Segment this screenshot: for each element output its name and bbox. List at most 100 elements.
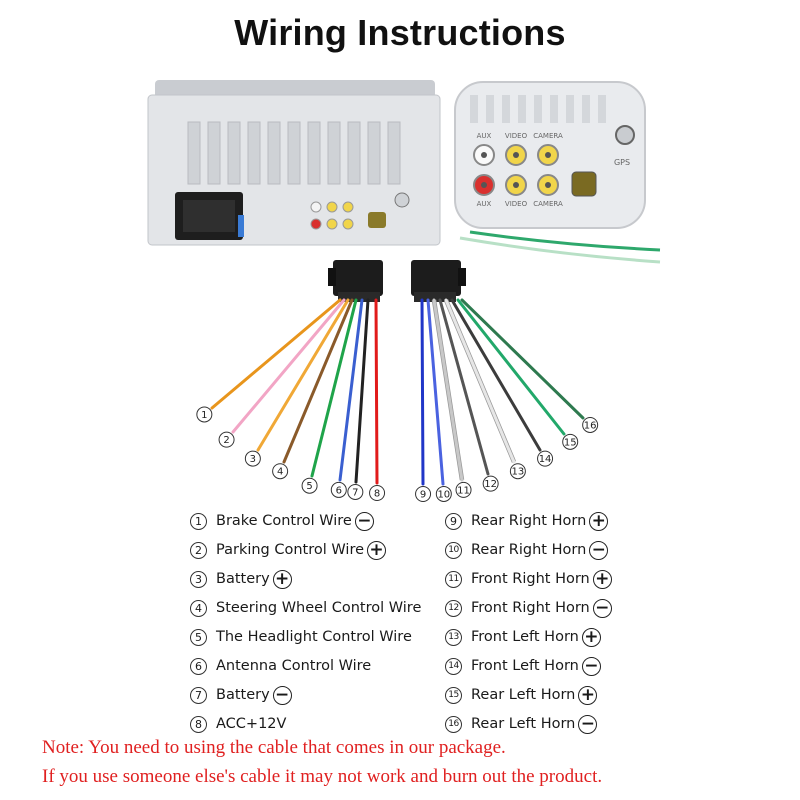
wire-number-1: 1 xyxy=(201,410,207,421)
port-label-camera-top: CAMERA xyxy=(533,132,563,140)
legend-item-4: 4 Steering Wheel Control Wire xyxy=(190,595,421,621)
port-label-aux-top: AUX xyxy=(477,132,492,140)
minus-sign-icon: − xyxy=(354,511,374,531)
page-title: Wiring Instructions xyxy=(234,12,566,53)
legend-number-13: 13 xyxy=(445,628,462,646)
legend-number-7: 7 xyxy=(190,686,207,704)
wire-16 xyxy=(460,298,585,420)
legend-number-9: 9 xyxy=(445,512,462,530)
plus-sign-icon: + xyxy=(581,627,601,647)
note-line-1: Note: You need to using the cable that c… xyxy=(42,737,506,758)
legend-number-4: 4 xyxy=(190,599,207,617)
legend-number-12: 12 xyxy=(445,599,462,617)
legend-number-15: 15 xyxy=(445,686,462,704)
legend-label-7: Battery xyxy=(216,687,270,703)
wire-number-13: 13 xyxy=(512,467,525,478)
legend-label-5: The Headlight Control Wire xyxy=(216,629,412,645)
legend-number-6: 6 xyxy=(190,657,207,675)
legend-label-11: Front Right Horn xyxy=(471,571,590,587)
wiring-diagram: AUX VIDEO CAMERA AUX VIDEO CAMERA GPS 12… xyxy=(147,80,661,502)
minus-sign-icon: − xyxy=(592,598,612,618)
wire-number-14: 14 xyxy=(539,454,552,465)
port-label-camera-bottom: CAMERA xyxy=(533,200,563,208)
wire-number-5: 5 xyxy=(306,481,312,492)
wire-9 xyxy=(420,298,425,486)
wire-number-9: 9 xyxy=(420,489,426,500)
wire-5 xyxy=(310,298,358,478)
legend-number-14: 14 xyxy=(445,657,462,675)
plus-sign-icon: + xyxy=(367,540,387,560)
wire-3 xyxy=(256,298,350,452)
wire-number-circle-10 xyxy=(435,485,452,502)
plus-sign-icon: + xyxy=(592,569,612,589)
wires-group xyxy=(210,298,585,486)
plus-sign-icon: + xyxy=(578,685,598,705)
wire-number-circle-5 xyxy=(301,477,318,494)
wire-number-circle-16 xyxy=(582,416,599,433)
legend-item-3: 3 Battery+ xyxy=(190,566,292,592)
connector-plug-left xyxy=(328,260,383,302)
wire-1 xyxy=(210,298,342,410)
wire-number-4: 4 xyxy=(277,467,283,478)
legend-item-12: 12 Front Right Horn− xyxy=(445,595,612,621)
port-label-video-top: VIDEO xyxy=(505,132,528,140)
wire-number-3: 3 xyxy=(250,454,256,465)
wire-number-circle-12 xyxy=(482,475,499,492)
wire-number-circle-14 xyxy=(537,450,554,467)
minus-sign-icon: − xyxy=(589,540,609,560)
legend-number-1: 1 xyxy=(190,512,207,530)
wire-number-16: 16 xyxy=(584,420,597,431)
legend-number-8: 8 xyxy=(190,715,207,733)
wire-number-circle-9 xyxy=(415,485,432,502)
wire-14 xyxy=(450,298,542,452)
wire-2 xyxy=(231,298,346,434)
wire-number-circle-13 xyxy=(509,463,526,480)
plus-sign-icon: + xyxy=(589,511,609,531)
wire-15 xyxy=(456,298,566,436)
wire-number-circle-15 xyxy=(562,433,579,450)
legend-number-2: 2 xyxy=(190,541,207,559)
wire-number-circle-7 xyxy=(347,483,364,500)
wire-number-circle-6 xyxy=(330,481,347,498)
wire-7 xyxy=(354,298,370,484)
port-label-aux-bottom: AUX xyxy=(477,200,492,208)
legend-item-7: 7 Battery− xyxy=(190,682,292,708)
legend-label-4: Steering Wheel Control Wire xyxy=(216,600,422,616)
wire-number-circle-3 xyxy=(244,450,261,467)
head-unit-rear xyxy=(147,80,441,246)
wire-number-10: 10 xyxy=(437,489,450,500)
legend-label-16: Rear Left Horn xyxy=(471,716,576,732)
wire-11 xyxy=(432,298,464,482)
minus-sign-icon: − xyxy=(581,656,601,676)
wire-4 xyxy=(282,298,354,464)
legend-number-16: 16 xyxy=(445,715,462,733)
wire-number-12: 12 xyxy=(484,479,497,490)
ports-zoom-inset: AUX VIDEO CAMERA AUX VIDEO CAMERA GPS xyxy=(454,81,661,264)
legend-item-13: 13 Front Left Horn+ xyxy=(445,624,601,650)
legend-label-12: Front Right Horn xyxy=(471,600,590,616)
legend-label-13: Front Left Horn xyxy=(471,629,579,645)
plus-sign-icon: + xyxy=(272,569,292,589)
legend-label-1: Brake Control Wire xyxy=(216,513,352,529)
wire-number-2: 2 xyxy=(223,435,229,446)
legend-label-15: Rear Left Horn xyxy=(471,687,576,703)
minus-sign-icon: − xyxy=(272,685,292,705)
wire-13 xyxy=(444,298,516,464)
connector-plug-right xyxy=(411,260,466,302)
legend-label-8: ACC+12V xyxy=(216,716,287,732)
legend-number-3: 3 xyxy=(190,570,207,588)
legend-item-1: 1 Brake Control Wire− xyxy=(190,508,374,534)
wire-number-circle-11 xyxy=(455,481,472,498)
port-label-gps: GPS xyxy=(614,158,630,167)
legend-item-15: 15 Rear Left Horn+ xyxy=(445,682,598,708)
wire-10 xyxy=(426,298,445,486)
legend-label-3: Battery xyxy=(216,571,270,587)
note-line-2: If you use someone else's cable it may n… xyxy=(42,766,603,787)
legend-number-11: 11 xyxy=(445,570,462,588)
